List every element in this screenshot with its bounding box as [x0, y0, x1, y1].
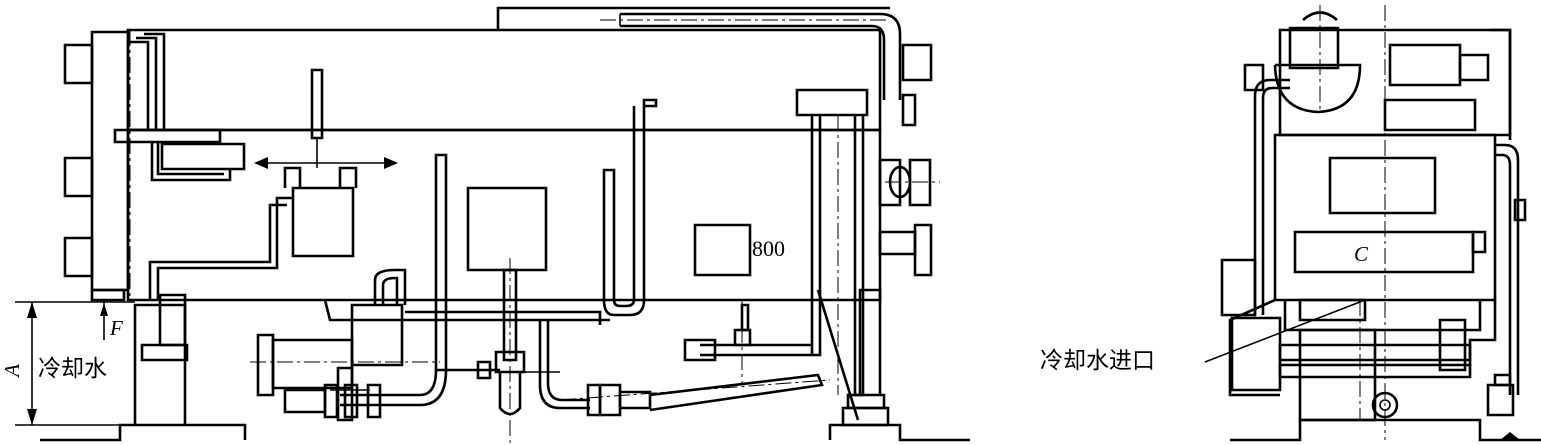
dimension-f-label: F [110, 316, 123, 340]
right-header [797, 90, 940, 420]
cooling-water-inlet-label: 冷却水进口 [1040, 348, 1155, 374]
generator-box [115, 130, 244, 180]
side-view [1205, 5, 1541, 440]
dimension-c-label: C [1354, 242, 1369, 266]
lower-left-pipe [142, 270, 440, 420]
vertical-tubes [340, 155, 446, 405]
cooling-water-label: 冷却水 [38, 356, 107, 382]
shell-bottom [325, 300, 610, 325]
lower-right-pipe [540, 300, 830, 415]
trap-valve [446, 352, 560, 414]
top-overhead-pipe [600, 14, 931, 125]
three-way-valve [150, 70, 398, 300]
left-header [65, 30, 164, 300]
dimension-a [15, 302, 135, 425]
dimension-f [100, 300, 108, 340]
dimension-a-label: A [0, 364, 24, 377]
dimension-800-label: 800 [752, 236, 785, 261]
central-box [468, 188, 546, 445]
display-panel [695, 225, 750, 275]
front-view [15, 8, 970, 445]
u-tube [604, 100, 656, 315]
